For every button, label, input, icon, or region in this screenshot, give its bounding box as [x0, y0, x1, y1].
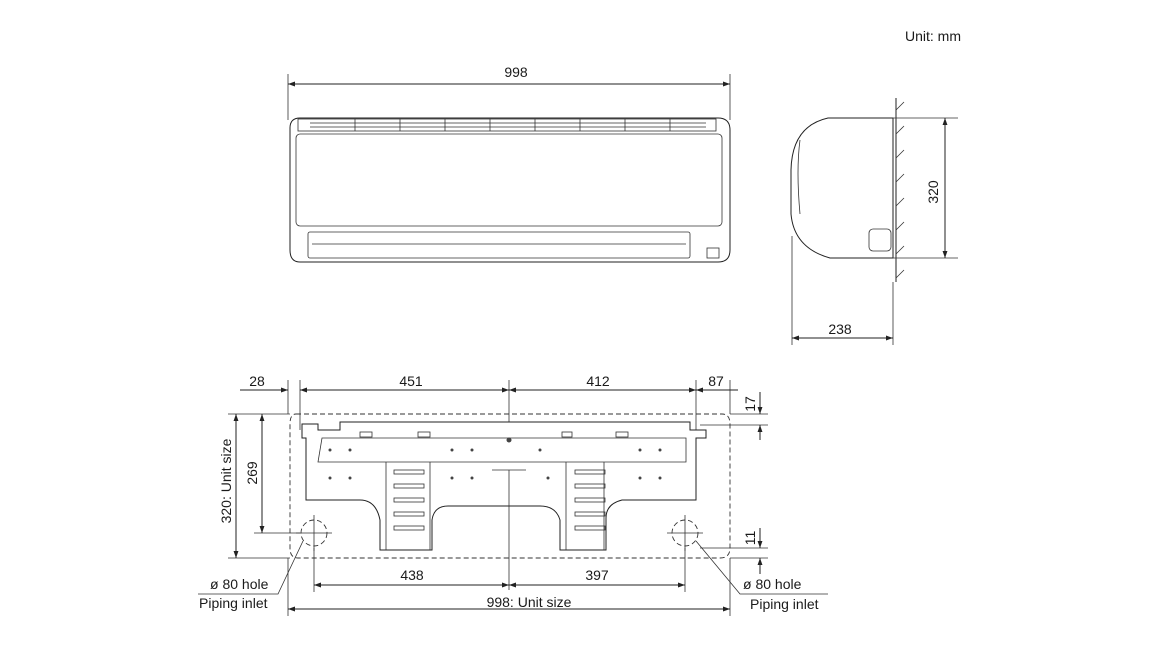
- wall-hatching: [895, 101, 905, 279]
- mounting-plate: [301, 421, 707, 551]
- side-depth-label: 238: [828, 321, 852, 337]
- side-height-label: 320: [925, 180, 941, 204]
- indoor-unit-front-outline: [289, 117, 731, 263]
- unit-width-label: 998: Unit size: [487, 594, 572, 610]
- air-outlet-louver: [307, 231, 691, 259]
- left-inlet-label: Piping inlet: [199, 595, 268, 611]
- plate-bottom-offset-label: 11: [742, 531, 758, 546]
- plate-screw-holes: [328, 437, 662, 480]
- unit-label: Unit: mm: [905, 28, 961, 44]
- plate-slots: [359, 431, 629, 531]
- plate-left-span-label: 451: [399, 373, 423, 389]
- side-view: 320 238: [790, 98, 958, 345]
- left-hole-label: ø 80 hole: [210, 576, 269, 592]
- plate-offset-left-label: 28: [249, 373, 265, 389]
- mounting-plate-view: 28 451 412 87 17 320: Unit size 269: [198, 373, 828, 616]
- hole-right-distance-label: 397: [585, 567, 609, 583]
- plate-right-span-label: 412: [586, 373, 610, 389]
- plate-top-offset-label: 17: [742, 396, 758, 412]
- right-hole-label: ø 80 hole: [743, 576, 802, 592]
- front-width-label: 998: [504, 64, 528, 80]
- display-indicator: [706, 247, 720, 259]
- piping-port: [868, 228, 892, 252]
- indoor-unit-side-outline: [790, 117, 894, 259]
- front-panel: [295, 133, 723, 227]
- unit-outline-dashed: [289, 413, 731, 559]
- hole-height-label: 269: [244, 461, 260, 485]
- right-inlet-label: Piping inlet: [750, 596, 819, 612]
- front-view: 998: [287, 64, 731, 263]
- air-intake-grille: [297, 118, 717, 132]
- unit-height-label: 320: Unit size: [218, 438, 234, 523]
- plate-offset-right-label: 87: [708, 373, 724, 389]
- right-hole-leader: [695, 540, 828, 595]
- left-hole-leader: [198, 540, 304, 595]
- hole-left-distance-label: 438: [400, 567, 424, 583]
